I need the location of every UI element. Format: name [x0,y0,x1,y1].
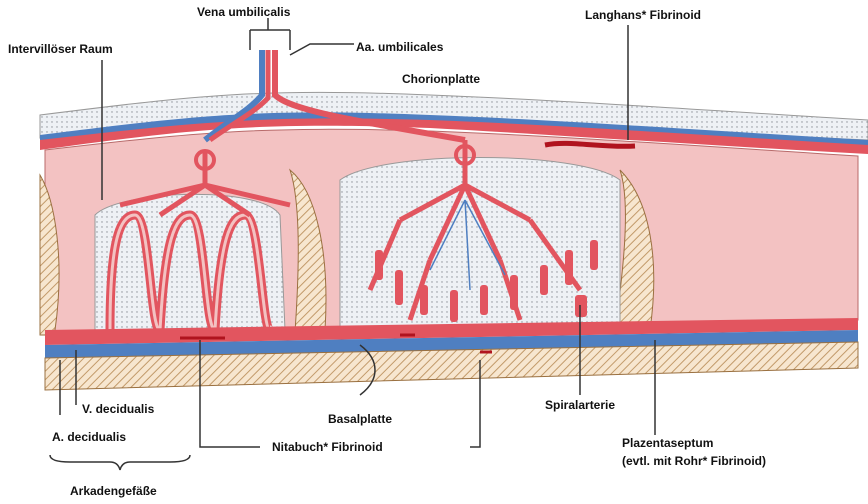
label-v-decidualis: V. decidualis [82,402,154,416]
label-arkadengefaesse: Arkadengefäße [70,484,157,498]
label-intervillous-space: Intervillöser Raum [8,42,113,56]
label-basalplatte: Basalplatte [328,412,392,426]
label-chorionplatte: Chorionplatte [402,72,480,86]
basal-plate [45,318,858,390]
label-a-decidualis: A. decidualis [52,430,126,444]
langhans-fibrinoid [545,143,635,146]
right-cotyledon [340,140,620,330]
label-plazentaseptum-note: (evtl. mit Rohr* Fibrinoid) [622,454,766,468]
label-nitabuch-fibrinoid: Nitabuch* Fibrinoid [272,440,383,454]
label-plazentaseptum: Plazentaseptum [622,436,713,450]
label-langhans-fibrinoid: Langhans* Fibrinoid [585,8,701,22]
label-vena-umbilicalis: Vena umbilicalis [197,5,290,19]
label-aa-umbilicales: Aa. umbilicales [356,40,443,54]
label-spiralarterie: Spiralarterie [545,398,615,412]
arkaden-brace [50,455,190,470]
